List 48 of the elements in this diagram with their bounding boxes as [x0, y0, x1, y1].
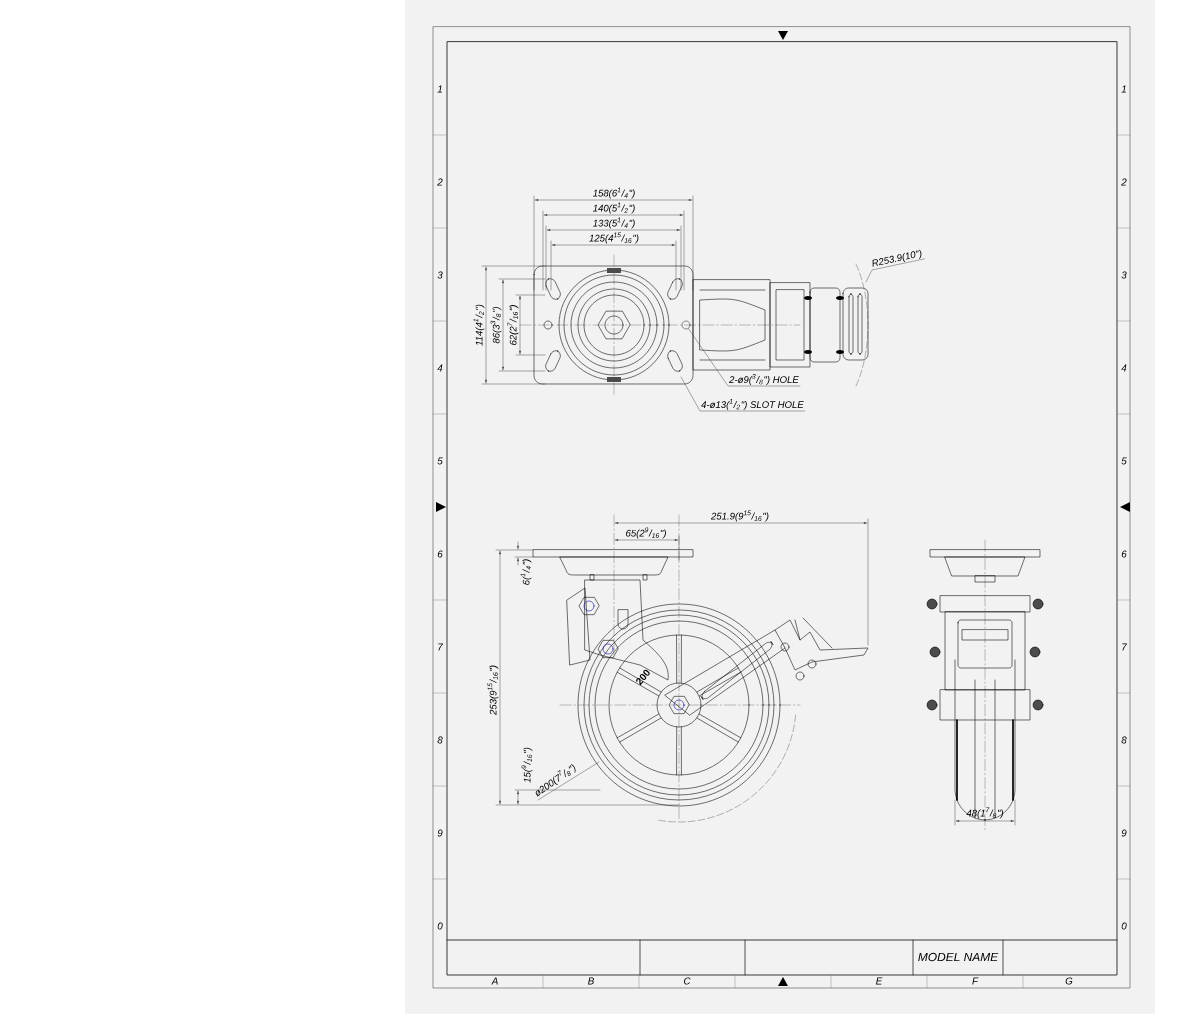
zone-letter: B	[588, 977, 594, 985]
zone-number: 9	[1121, 829, 1127, 837]
title-block-text: MODEL NAME	[918, 952, 999, 962]
dimension-text: 48(1$^{7}$/$_{8}$")	[966, 807, 1004, 819]
dimension-text: 253(9$^{15}$/$_{16}$")	[487, 665, 499, 716]
zone-number: 7	[1122, 643, 1128, 651]
callout-text: 2-ø9($^{3}$/$_{8}$") HOLE	[729, 374, 799, 385]
callout-text: 4-ø13($^{1}$/$_{2}$") SLOT HOLE	[701, 399, 804, 410]
zone-number: 1	[1121, 85, 1126, 93]
zone-number: 9	[437, 829, 443, 837]
zone-number: 4	[437, 364, 443, 372]
dimension-text: 86(3$^{3}$/$_{8}$")	[490, 306, 502, 344]
zone-number: 6	[437, 550, 443, 558]
zone-number: 0	[437, 922, 443, 930]
zone-letter: A	[491, 977, 498, 985]
zone-number: 3	[437, 271, 443, 279]
zone-number: 1	[437, 85, 442, 93]
leader-line	[680, 376, 805, 412]
part-number: 200	[636, 669, 650, 686]
dimension-text: 158(6$^{1}$/$_{4}$")	[593, 187, 635, 199]
zone-letter: C	[684, 977, 691, 985]
leader-line	[688, 328, 801, 387]
zone-number: 3	[1121, 271, 1127, 279]
zone-number: 8	[1121, 736, 1127, 744]
dimension-text: 125(4$^{15}$/$_{16}$")	[589, 232, 639, 244]
dimension-text: 251.9(9$^{15}$/$_{16}$")	[710, 510, 769, 522]
zone-number: 5	[1121, 457, 1127, 465]
dimension-text: 65(2$^{9}$/$_{16}$")	[626, 527, 666, 539]
zone-number: 6	[1121, 550, 1127, 558]
leader-line	[865, 258, 925, 283]
zone-letter: F	[972, 977, 979, 985]
zone-number: 5	[437, 457, 443, 465]
zone-number: 2	[1121, 178, 1127, 186]
dimension-text: 133(5$^{1}$/$_{4}$")	[593, 217, 635, 229]
zone-number: 8	[437, 736, 443, 744]
dimension-text: 140(5$^{1}$/$_{2}$")	[593, 202, 635, 214]
leader-line	[537, 761, 600, 801]
dimension-text: 62(2$^{7}$/$_{16}$")	[507, 305, 519, 345]
zone-number: 0	[1121, 922, 1127, 930]
zone-letter: E	[876, 977, 883, 985]
hole-symbol	[681, 320, 691, 330]
zone-number: 4	[1121, 364, 1127, 372]
zone-letter: G	[1065, 977, 1073, 985]
zone-number: 7	[438, 643, 444, 651]
dimension-text: 114(4$^{1}$/$_{2}$")	[473, 304, 485, 346]
zone-number: 2	[437, 178, 443, 186]
dimension-text: 15($^{9}$/$_{16}$")	[521, 747, 533, 783]
dimension-text: 6($^{1}$/$_{4}$")	[520, 559, 532, 585]
